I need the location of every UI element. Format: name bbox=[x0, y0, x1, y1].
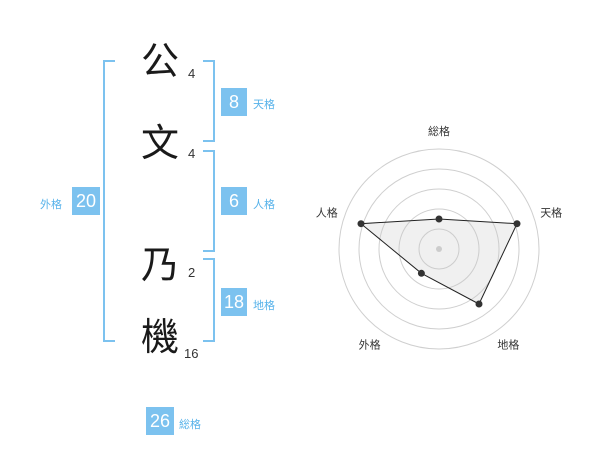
radar-axis-label-5: 人格 bbox=[316, 206, 338, 220]
radar-axis-label-2: 天格 bbox=[540, 206, 562, 220]
gaikaku-bracket bbox=[103, 60, 115, 342]
radar-axis-label-3: 地格 bbox=[497, 338, 519, 352]
radar-axis-label-1: 総格 bbox=[428, 124, 450, 138]
soukaku-label: 総格 bbox=[179, 418, 201, 431]
gaikaku-label: 外格 bbox=[40, 198, 62, 211]
name-char-2: 文 bbox=[140, 121, 179, 165]
chikaku-label: 地格 bbox=[253, 299, 275, 312]
radar-point-1 bbox=[435, 215, 443, 223]
stroke-count-3: 2 bbox=[188, 265, 196, 280]
jinkaku-bracket bbox=[203, 150, 215, 252]
stroke-count-1: 4 bbox=[188, 66, 196, 81]
radar-data-area bbox=[359, 218, 518, 305]
tenkaku-label: 天格 bbox=[253, 98, 275, 111]
radar-point-2 bbox=[513, 220, 521, 228]
name-char-4: 機 bbox=[140, 315, 179, 359]
stroke-count-2: 4 bbox=[188, 146, 196, 161]
jinkaku-label: 人格 bbox=[253, 198, 275, 211]
chikaku-bracket bbox=[203, 258, 215, 342]
jinkaku-badge: 6 bbox=[221, 187, 247, 215]
radar-point-4 bbox=[417, 269, 425, 277]
chikaku-badge: 18 bbox=[221, 288, 247, 316]
tenkaku-bracket bbox=[203, 60, 215, 142]
tenkaku-badge: 8 bbox=[221, 88, 247, 116]
radar-points bbox=[357, 215, 521, 308]
radar-center-dot bbox=[436, 246, 442, 252]
stroke-count-4: 16 bbox=[184, 346, 199, 361]
radar-ring-4 bbox=[358, 168, 520, 330]
radar-ring-3 bbox=[378, 188, 500, 310]
radar-point-3 bbox=[475, 300, 483, 308]
radar-rings bbox=[338, 148, 540, 350]
soukaku-badge: 26 bbox=[146, 407, 174, 435]
radar-ring-2 bbox=[398, 208, 480, 290]
name-char-1: 公 bbox=[140, 39, 179, 83]
radar-ring-5 bbox=[338, 148, 540, 350]
radar-point-5 bbox=[357, 220, 365, 228]
name-char-3: 乃 bbox=[140, 243, 179, 287]
radar-axis-label-4: 外格 bbox=[359, 338, 381, 352]
radar-ring-1 bbox=[418, 228, 460, 270]
gaikaku-badge: 20 bbox=[72, 187, 100, 215]
